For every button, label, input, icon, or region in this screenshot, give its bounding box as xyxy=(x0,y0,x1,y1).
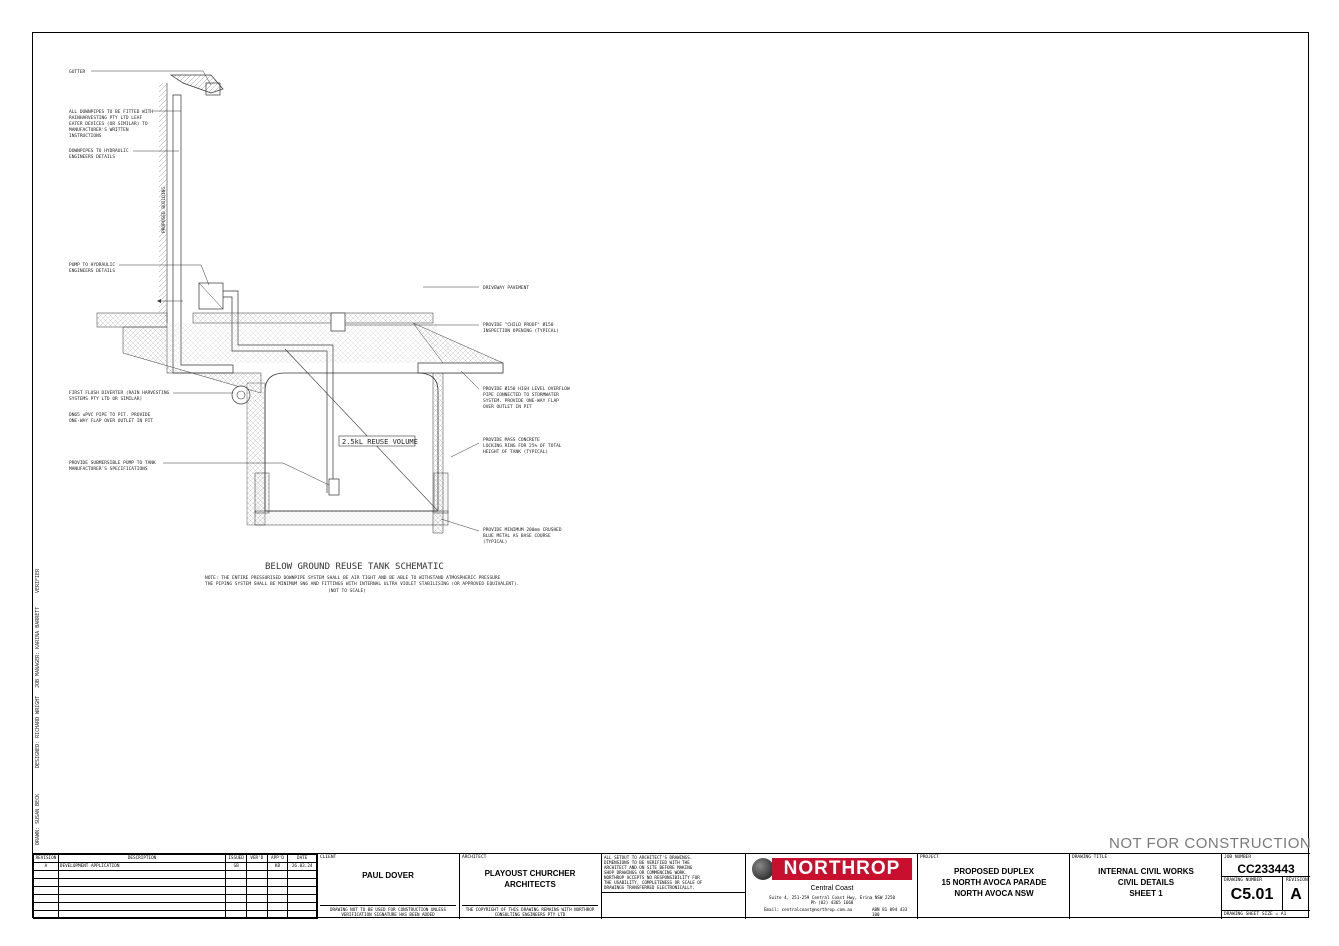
logo-sphere-icon xyxy=(752,858,774,880)
building-hatch xyxy=(159,83,167,323)
note-line-2: THE PIPING SYSTEM SHALL BE MINIMUM SN6 A… xyxy=(205,581,519,587)
svg-text:INSPECTION OPENING (TYPICAL): INSPECTION OPENING (TYPICAL) xyxy=(483,328,559,334)
svg-text:OVER OUTLET IN PIT: OVER OUTLET IN PIT xyxy=(483,404,532,410)
revision-table: REVISION DESCRIPTION ISSUED VER'D APP'D … xyxy=(33,854,317,919)
not-for-construction-stamp: NOT FOR CONSTRUCTION xyxy=(1109,835,1312,852)
submersible-pump xyxy=(328,478,340,496)
svg-text:DOWNPIPES TO HYDRAULIC: DOWNPIPES TO HYDRAULIC xyxy=(69,148,129,154)
svg-text:ENGINEERS DETAILS: ENGINEERS DETAILS xyxy=(69,154,115,160)
side-job-manager: JOB MANAGER: KARINA BARRETT xyxy=(35,606,41,688)
base-course xyxy=(254,510,449,526)
note-line-1: NOTE: THE ENTIRE PRESSURISED DOWNPIPE SY… xyxy=(205,575,501,581)
job-number-cell: JOB NUMBER CC233443 DRAWING NUMBER REVIS… xyxy=(1221,854,1310,919)
inspection-opening xyxy=(330,312,346,332)
tank-schematic: 2.5kL REUSE VOLUME GUTTER ALL DOWNPIPES … xyxy=(69,69,570,594)
svg-text:LOCKING RING FOR 25% OF TOTAL: LOCKING RING FOR 25% OF TOTAL xyxy=(483,443,562,449)
label-proposed-building: PROPOSED BUILDING xyxy=(161,187,167,233)
roof-gutter xyxy=(169,74,224,94)
svg-text:HEIGHT OF TANK (TYPICAL): HEIGHT OF TANK (TYPICAL) xyxy=(483,449,548,455)
architect-cell: ARCHITECT PLAYOUST CHURCHER ARCHITECTS T… xyxy=(459,854,601,919)
reuse-volume-box xyxy=(338,435,416,447)
drawing-number: C5.01 xyxy=(1230,886,1274,903)
disclaimer-cell: ALL SETOUT TO ARCHITECT'S DRAWINGS. DIME… xyxy=(601,854,745,919)
svg-text:PROVIDE MINIMUM 200mm CRUSHED: PROVIDE MINIMUM 200mm CRUSHED xyxy=(483,527,562,533)
drawing-title-cell: DRAWING TITLE INTERNAL CIVIL WORKS CIVIL… xyxy=(1069,854,1221,919)
table-row: A DEVELOPMENT APPLICATION SB KB 26.03.24 xyxy=(33,862,317,871)
svg-text:PUMP TO HYDRAULIC: PUMP TO HYDRAULIC xyxy=(69,262,115,268)
svg-text:PROVIDE "CHILD PROOF" Ø150: PROVIDE "CHILD PROOF" Ø150 xyxy=(483,321,554,328)
svg-text:(TYPICAL): (TYPICAL) xyxy=(483,539,507,545)
svg-text:PIPE CONNECTED TO STORMWATER: PIPE CONNECTED TO STORMWATER xyxy=(483,392,559,398)
job-number: CC233443 xyxy=(1237,862,1295,876)
svg-text:SYSTEM. PROVIDE ONE-WAY FLAP: SYSTEM. PROVIDE ONE-WAY FLAP xyxy=(483,398,559,404)
svg-text:ENGINEERS DETAILS: ENGINEERS DETAILS xyxy=(69,268,115,274)
svg-text:PROVIDE SUBMERSIBLE PUMP TO TA: PROVIDE SUBMERSIBLE PUMP TO TANK xyxy=(69,460,156,466)
svg-text:RAINHARVESTING PTY LTD LEAF: RAINHARVESTING PTY LTD LEAF xyxy=(69,115,142,121)
leader-lines xyxy=(91,70,480,532)
svg-text:FIRST FLUSH DIVERTER (RAIN HAR: FIRST FLUSH DIVERTER (RAIN HARVESTING xyxy=(69,390,170,396)
svg-text:PROVIDE MASS CONCRETE: PROVIDE MASS CONCRETE xyxy=(483,437,540,443)
svg-text:EATER DEVICES (OR SIMILAR) TO: EATER DEVICES (OR SIMILAR) TO xyxy=(69,121,148,127)
title-block: REVISION DESCRIPTION ISSUED VER'D APP'D … xyxy=(33,853,1310,919)
pump-diagonal xyxy=(198,282,224,310)
svg-text:ONE-WAY FLAP OVER OUTLET IN PI: ONE-WAY FLAP OVER OUTLET IN PIT xyxy=(69,418,153,424)
backfill xyxy=(167,323,437,363)
svg-text:INSTRUCTIONS: INSTRUCTIONS xyxy=(69,133,102,139)
label-gutter: GUTTER xyxy=(69,69,86,75)
company-logo-cell: NORTHROP Central Coast Suite 4, 251-259 … xyxy=(745,854,917,919)
svg-text:DN65 uPVC PIPE TO PIT. PROVIDE: DN65 uPVC PIPE TO PIT. PROVIDE xyxy=(69,412,151,418)
svg-text:MANUFACTURER'S SPECIFICATIONS: MANUFACTURER'S SPECIFICATIONS xyxy=(69,466,148,472)
side-designed: DESIGNED: RICHARD WRIGHT xyxy=(35,695,41,768)
tank-diagonal xyxy=(284,348,439,512)
client-name: PAUL DOVER xyxy=(362,871,414,880)
schematic-title: BELOW GROUND REUSE TANK SCHEMATIC xyxy=(265,562,444,572)
reuse-volume-label: 2.5kL REUSE VOLUME xyxy=(342,438,418,446)
svg-text:ALL DOWNPIPES TO BE FITTED WIT: ALL DOWNPIPES TO BE FITTED WITH xyxy=(69,109,153,115)
note-line-3: (NOT TO SCALE) xyxy=(328,588,366,594)
side-verifier: VERIFIER xyxy=(35,568,41,593)
svg-text:DRIVEWAY PAVEMENT: DRIVEWAY PAVEMENT xyxy=(483,285,529,291)
driveway-pavement xyxy=(192,312,434,324)
revision-letter: A xyxy=(1290,886,1302,903)
side-drawn: DRAWN: SUSAN BECK xyxy=(35,793,41,845)
client-cell: CLIENT PAUL DOVER DRAWING NOT TO BE USED… xyxy=(317,854,459,919)
gutter-box xyxy=(205,82,221,96)
svg-text:SYSTEMS PTY LTD OR SIMILAR): SYSTEMS PTY LTD OR SIMILAR) xyxy=(69,396,142,402)
svg-text:PROVIDE Ø150 HIGH LEVEL OVERFL: PROVIDE Ø150 HIGH LEVEL OVERFLOW xyxy=(483,385,570,392)
svg-text:BLUE METAL AS BASE COURSE: BLUE METAL AS BASE COURSE xyxy=(483,533,551,539)
ground-left xyxy=(96,312,168,328)
concrete-ring-right xyxy=(433,472,449,514)
company-logo: NORTHROP xyxy=(772,858,912,880)
project-cell: PROJECT PROPOSED DUPLEX 15 NORTH AVOCA P… xyxy=(917,854,1069,919)
drawing-sheet: 2.5kL REUSE VOLUME GUTTER ALL DOWNPIPES … xyxy=(32,32,1312,919)
overflow-pipe xyxy=(417,362,504,374)
tank-body xyxy=(264,372,439,512)
svg-text:MANUFACTURER'S WRITTEN: MANUFACTURER'S WRITTEN xyxy=(69,127,129,133)
concrete-ring-left xyxy=(254,472,270,514)
